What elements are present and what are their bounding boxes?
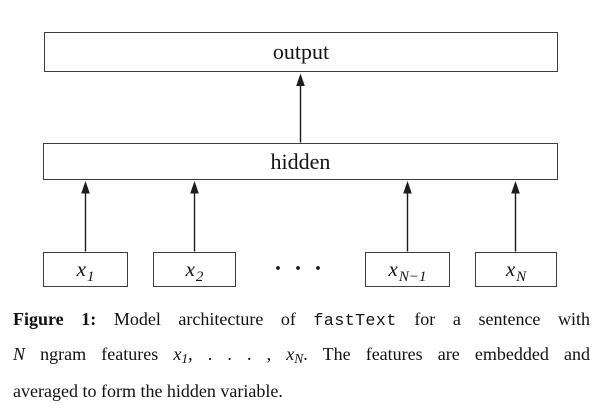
arrowhead-up-icon xyxy=(81,181,90,194)
arrow-hidden-to-output xyxy=(296,73,305,143)
arrow-x1-to-hidden xyxy=(81,181,90,252)
figure-caption: Figure 1: Model architecture of fastText… xyxy=(13,303,590,409)
input-label-xn: xN xyxy=(505,257,527,285)
caption-segment-math: x xyxy=(286,343,295,364)
input-box-x2: x2 xyxy=(153,252,236,287)
input-box-xn: xN xyxy=(475,252,557,287)
arrow-xn-to-hidden xyxy=(511,181,520,252)
input-label-x2: x2 xyxy=(185,257,204,285)
input-box-x1: x1 xyxy=(43,252,128,287)
caption-segment-plain: averaged to form the hidden variable. xyxy=(13,381,283,401)
caption-segment-math: x xyxy=(173,343,182,364)
input-label-base: x xyxy=(388,257,398,281)
caption-segment-plain: for a sentence with xyxy=(396,309,591,329)
input-label-subscript: N−1 xyxy=(398,269,427,285)
input-label-x1: x1 xyxy=(76,257,95,285)
caption-segment-math-sub: N xyxy=(294,350,304,366)
input-label-base: x xyxy=(185,257,195,281)
input-label-base: x xyxy=(505,257,516,281)
caption-segment-mono: fastText xyxy=(313,311,397,330)
caption-segment-math: N xyxy=(13,343,26,364)
input-label-subscript: 1 xyxy=(86,269,95,285)
caption-line: averaged to form the hidden variable. xyxy=(13,375,590,409)
arrowhead-up-icon xyxy=(403,181,412,194)
arrowhead-up-icon xyxy=(511,181,520,194)
caption-segment-plain: , . . . , xyxy=(188,343,287,364)
input-label-subscript: N xyxy=(516,269,527,285)
hidden-layer-box: hidden xyxy=(43,143,558,180)
ellipsis-dots: . . . xyxy=(275,250,325,276)
input-label-subscript: 2 xyxy=(195,269,204,285)
caption-segment-math-sub: 1 xyxy=(181,350,189,366)
caption-segment-plain: Model architecture of xyxy=(96,309,314,329)
hidden-layer-label: hidden xyxy=(270,148,331,174)
output-layer-box: output xyxy=(44,32,558,72)
input-label-xn-minus-1: xN−1 xyxy=(388,257,427,285)
output-layer-label: output xyxy=(272,39,330,64)
input-box-xn-minus-1: xN−1 xyxy=(365,252,450,287)
arrowhead-up-icon xyxy=(190,181,199,194)
input-label-base: x xyxy=(76,257,86,281)
arrowhead-up-icon xyxy=(296,73,305,86)
caption-segment-plain: ngram features xyxy=(25,343,174,364)
caption-line: N ngram features x1, . . . , xN. The fea… xyxy=(13,338,590,376)
caption-segment-bold: Figure 1: xyxy=(13,309,97,329)
arrow-x2-to-hidden xyxy=(190,181,199,252)
caption-line: Figure 1: Model architecture of fastText… xyxy=(13,303,590,338)
arrow-xn-minus-1-to-hidden xyxy=(403,181,412,252)
caption-segment-plain: . The features are embedded and xyxy=(303,343,590,364)
